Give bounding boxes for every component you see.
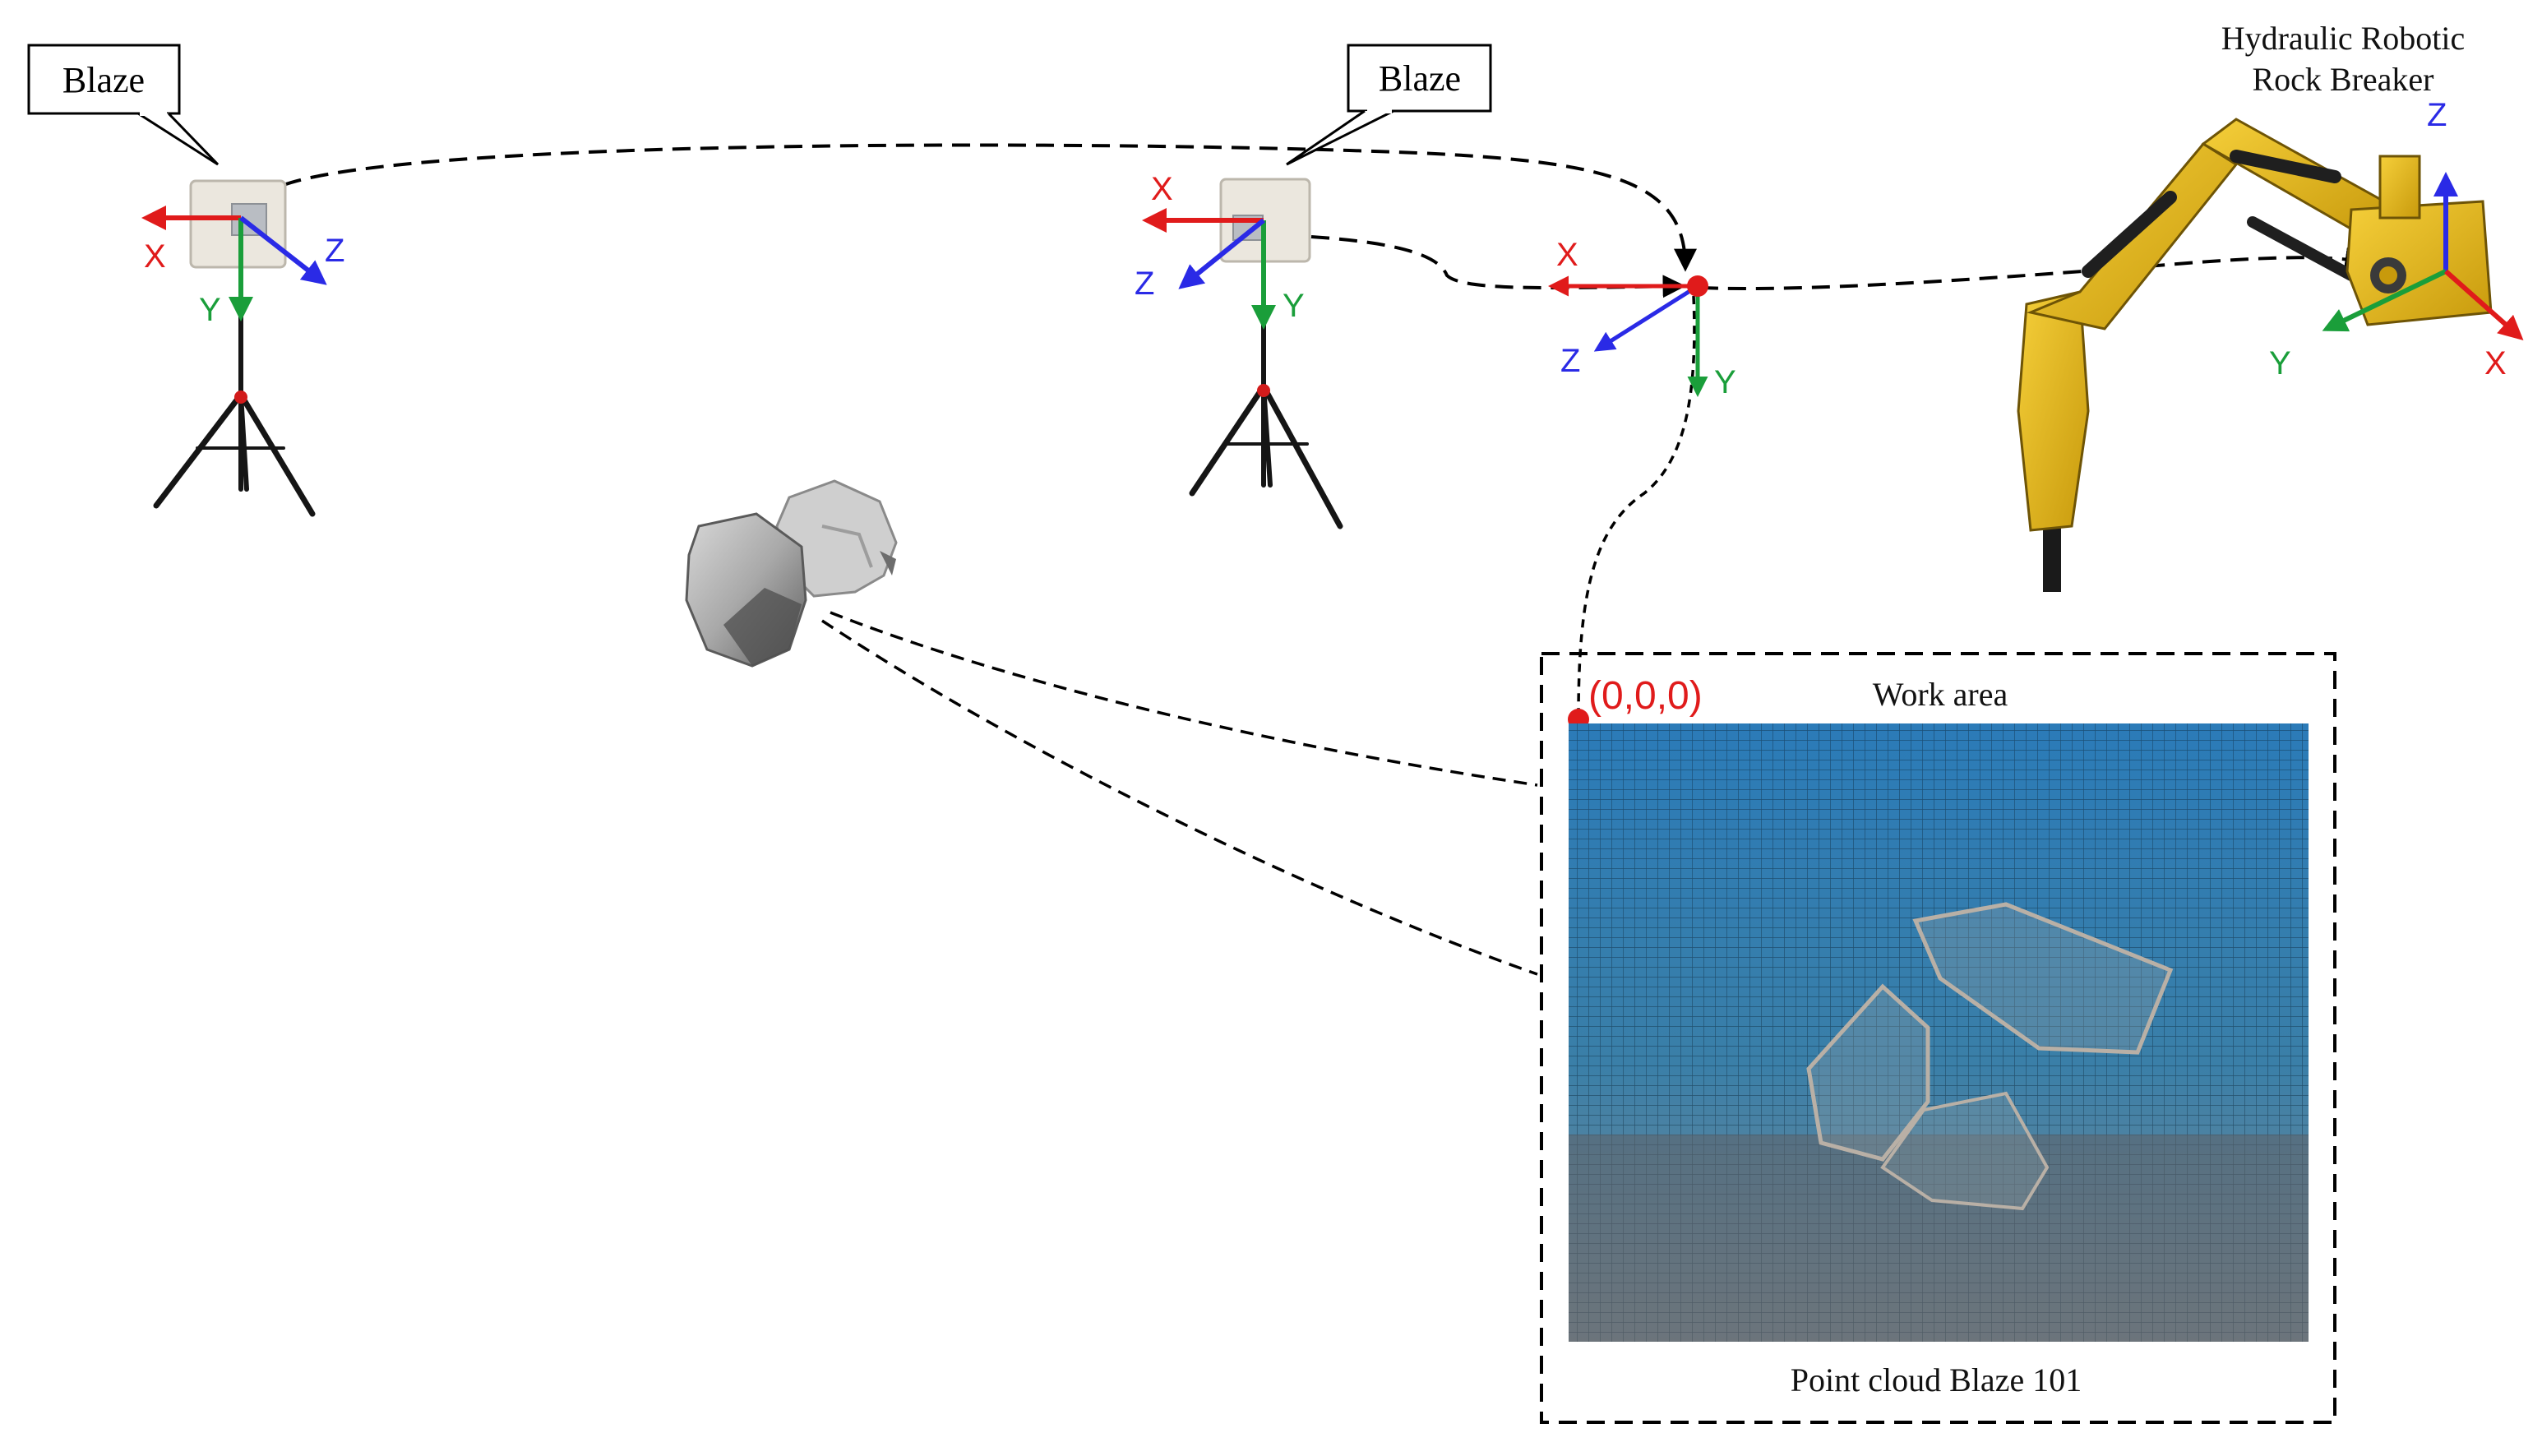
link-rock-to-workarea-bottom [821, 619, 1538, 976]
link-frame-to-robot [1699, 247, 2369, 290]
work-area-box: Work area (0,0,0) Point cloud Blaze 101 [1540, 652, 2336, 1424]
tripod-icon [1189, 248, 1343, 529]
sensor-1-axes: X Y Z [141, 206, 344, 328]
sensor-station-1: Blaze X Y Z [27, 44, 344, 517]
sensor-2-axes: X Y Z [1135, 171, 1305, 330]
sensor-2-z-label: Z [1135, 266, 1154, 302]
robot-title-line1: Hydraulic Robotic [2221, 20, 2466, 57]
frame-x-label: X [1556, 237, 1578, 273]
sensor-2-y-label: Y [1283, 288, 1305, 324]
rock-icon [685, 479, 898, 668]
sensor-1-x-label: X [144, 238, 166, 275]
robot-x-label: X [2484, 345, 2507, 381]
reference-frame: X Y Z [1548, 237, 1736, 400]
robot-title-line2: Rock Breaker [2252, 61, 2433, 98]
work-area-title: Work area [1873, 676, 2008, 713]
sensor-1-z-label: Z [325, 233, 344, 269]
point-cloud-caption: Point cloud Blaze 101 [1791, 1361, 2082, 1398]
origin-label: (0,0,0) [1588, 674, 1703, 718]
reference-origin-dot [1687, 275, 1708, 297]
frame-y-label: Y [1714, 364, 1736, 400]
robot-axes: Z Y X [2269, 97, 2524, 381]
blaze-callout-2: Blaze [1286, 44, 1492, 166]
frame-z-label: Z [1560, 343, 1580, 379]
blaze-callout-label-2: Blaze [1379, 58, 1461, 99]
robot-y-label: Y [2269, 345, 2291, 381]
robot-group: Hydraulic Robotic Rock Breaker Z [2017, 20, 2524, 592]
link-rock-to-workarea-top [830, 611, 1538, 787]
link-sensor2-to-frame [1310, 235, 1686, 298]
sensor-2-x-label: X [1151, 171, 1173, 207]
tof-camera-icon [189, 179, 287, 269]
link-frame-to-origin [1577, 295, 1696, 716]
robot-z-label: Z [2427, 97, 2447, 133]
tripod-icon [153, 244, 316, 517]
link-sensor1-to-frame [283, 143, 1697, 272]
sensor-1-y-label: Y [199, 292, 221, 328]
sensor-station-2: Blaze X Y Z [1135, 44, 1492, 529]
blaze-callout-1: Blaze [27, 44, 220, 166]
point-cloud-image [1569, 723, 2309, 1342]
rock-breaker-icon [2017, 118, 2493, 592]
blaze-callout-label-1: Blaze [62, 60, 145, 100]
